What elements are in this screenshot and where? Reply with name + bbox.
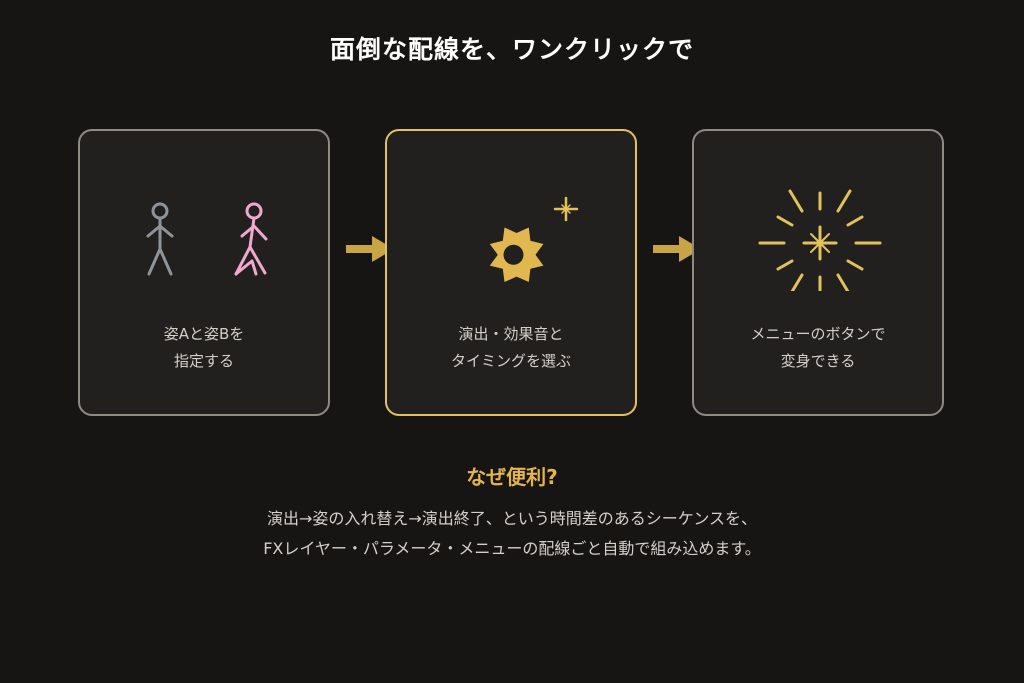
step-line: 姿Aと姿Bを — [163, 325, 245, 343]
two-figures-icon — [146, 202, 268, 276]
arrow-right-icon — [346, 236, 394, 262]
page-title: 面倒な配線を、ワンクリックで — [329, 35, 694, 64]
sparkle-icon — [802, 225, 838, 261]
step-card-2: 演出・効果音と タイミングを選ぶ — [385, 129, 637, 416]
step-card-3: メニューのボタンで 変身できる — [692, 129, 944, 416]
why-heading: なぜ便利? — [466, 465, 558, 489]
why-description: 演出→姿の入れ替え→演出終了、という時間差のあるシーケンスを、 FXレイヤー・パ… — [0, 504, 1024, 564]
step-line: 変身できる — [780, 352, 856, 370]
sparkle-icon — [553, 196, 579, 222]
arrow-right-icon — [653, 236, 701, 262]
why-line: FXレイヤー・パラメータ・メニューの配線ごと自動で組み込めます。 — [263, 539, 761, 558]
step-line: メニューのボタンで — [750, 325, 886, 343]
step-text: 姿Aと姿Bを 指定する — [80, 321, 328, 375]
figure-a-icon — [146, 202, 174, 276]
why-line: 演出→姿の入れ替え→演出終了、という時間差のあるシーケンスを、 — [266, 509, 757, 528]
burst-icon — [758, 189, 882, 291]
figure-b-icon — [234, 202, 268, 276]
gear-sparkle-icon — [489, 196, 579, 282]
step-line: 演出・効果音と — [458, 325, 564, 343]
step-text: 演出・効果音と タイミングを選ぶ — [387, 321, 635, 375]
step-card-1: 姿Aと姿Bを 指定する — [78, 129, 330, 416]
step-line: 指定する — [173, 352, 234, 370]
step-line: タイミングを選ぶ — [450, 352, 571, 370]
step-text: メニューのボタンで 変身できる — [694, 321, 942, 375]
